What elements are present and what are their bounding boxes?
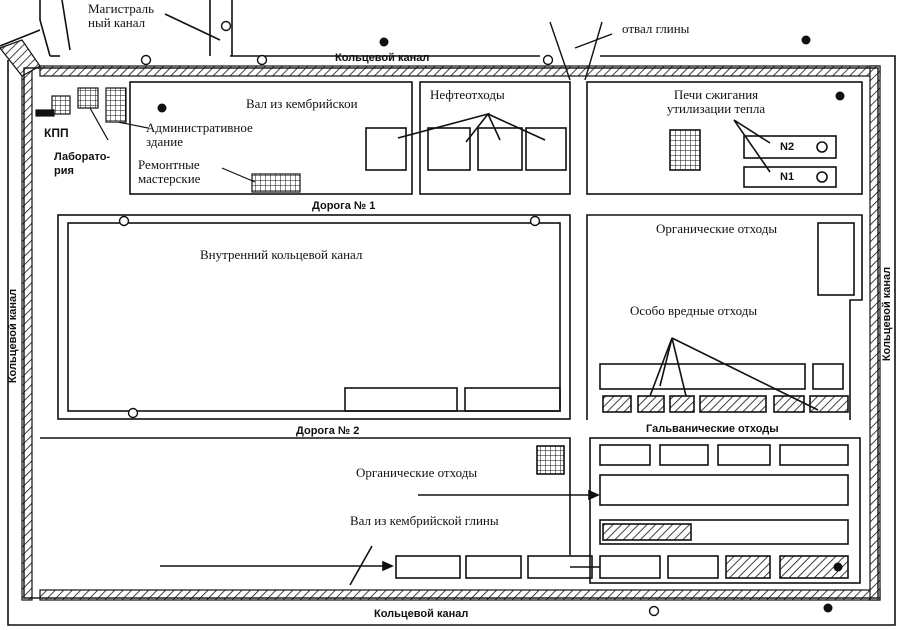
label-ring-canal-right: Кольцевой канал [881,266,894,362]
furnaces-group [669,119,837,188]
label-organic-waste-right: Органические отходы [656,221,778,236]
entrance-buildings [35,87,301,193]
galvanic-zone [418,437,861,584]
filled-markers [157,35,845,613]
right-middle-block [586,214,863,420]
label-road-2: Дорога № 2 [296,425,360,437]
label-clay-dump: отвал глины [622,21,690,36]
label-furnace-n1: N1 [780,171,795,183]
label-furnaces: Печи сжигания утилизации тепла [666,87,766,116]
bottom-left-zone [40,437,593,586]
open-markers [118,20,660,617]
label-repair-shops: Ремонтные мастерские [138,157,201,186]
label-road-1: Дорога № 1 [312,200,376,212]
outer-embankment [0,39,881,601]
oil-waste-tanks [365,112,567,171]
label-kpp: КПП [44,126,69,140]
clay-dump-lines [549,21,613,81]
inner-canal-block [57,214,571,420]
label-organic-waste-bottom: Органические отходы [356,465,478,480]
label-embankment-bottom: Вал из кембрийской глины [350,513,499,528]
label-laboratory: Лаборато- рия [54,151,111,177]
top-blocks [129,81,863,195]
label-especially-harmful: Особо вредные отходы [630,303,758,318]
label-admin-building: Административное здание [146,120,253,149]
label-ring-canal-bottom: Кольцевой канал [374,608,469,620]
label-ring-canal-left: Кольцевой канал [7,288,20,384]
label-ring-canal-top: Кольцевой канал [335,52,430,64]
label-inner-ring-canal: Внутренний кольцевой канал [200,247,363,262]
main-canal [39,0,233,57]
label-galvanic-waste: Гальванические отходы [646,423,779,435]
label-main-canal: Магистраль ный канал [88,1,155,30]
label-furnace-n2: N2 [780,141,795,153]
ring-canal [0,29,896,626]
label-oil-waste: Нефтеотходы [430,87,505,102]
label-embankment-top: Вал из кембрийскои [246,96,358,111]
